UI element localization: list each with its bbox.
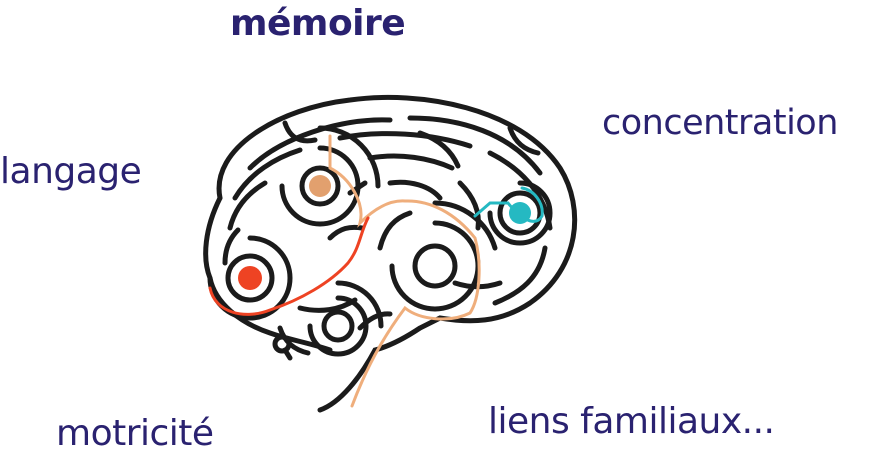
label-motricite: motricité — [56, 413, 214, 454]
label-concentration: concentration — [602, 103, 838, 143]
node-langage — [238, 266, 262, 290]
path-peach — [328, 134, 481, 408]
label-langage: langage — [0, 151, 142, 192]
label-liens-familiaux: liens familiaux... — [488, 401, 775, 442]
node-concentration — [509, 202, 531, 224]
path-teal — [473, 186, 544, 223]
path-red — [208, 216, 370, 316]
label-memoire: mémoire — [230, 3, 406, 44]
maze-lines — [203, 94, 578, 413]
node-memoire — [309, 175, 331, 197]
brain-maze-illustration — [203, 94, 578, 413]
